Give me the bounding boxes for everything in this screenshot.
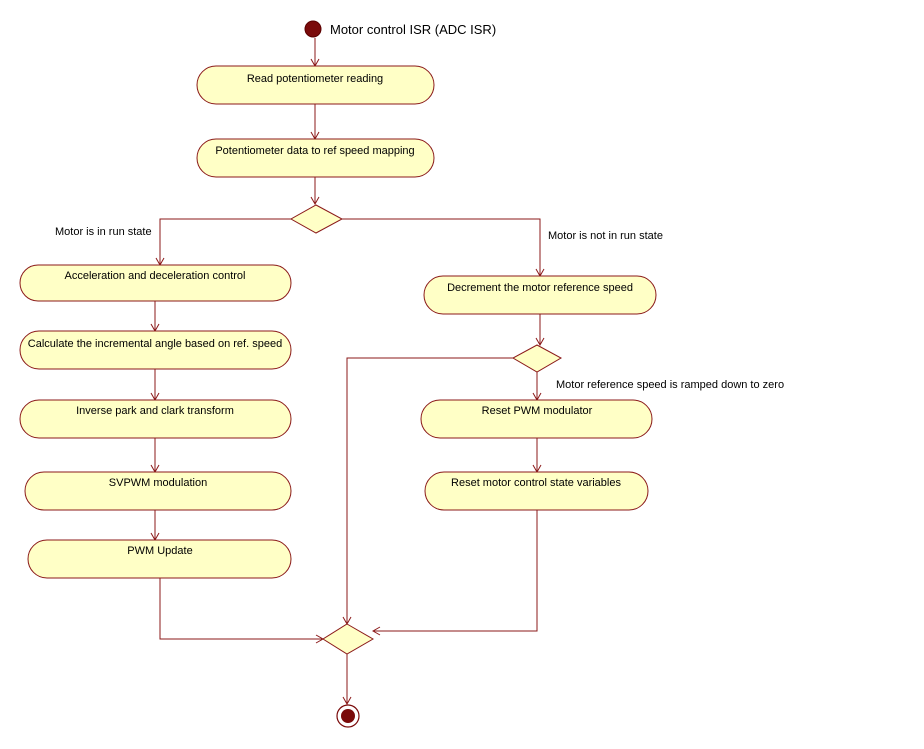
action-decrement-reference-speed: Decrement the motor reference speed (423, 275, 657, 315)
arrowhead (310, 196, 320, 206)
action-pwm-update: PWM Update (27, 539, 292, 579)
merge-node (322, 623, 375, 655)
arrowhead (371, 626, 381, 636)
guard-ramped-down: Motor reference speed is ramped down to … (556, 379, 784, 391)
action-label: Potentiometer data to ref speed mapping (215, 145, 414, 157)
action-calculate-angle: Calculate the incremental angle based on… (19, 330, 292, 370)
action-reset-pwm-modulator: Reset PWM modulator (420, 399, 653, 439)
action-label: Inverse park and clark transform (76, 405, 234, 417)
action-label: SVPWM modulation (109, 477, 207, 489)
guard-not-run-state: Motor is not in run state (548, 230, 663, 242)
action-potentiometer-mapping: Potentiometer data to ref speed mapping (196, 138, 435, 178)
action-label: Acceleration and deceleration control (64, 270, 245, 282)
decision-run-state (289, 204, 344, 234)
decision-ramped-down (511, 344, 563, 373)
edge-decision-to-accel (159, 218, 291, 265)
edges (154, 38, 541, 704)
edge-decision2-to-merge (346, 357, 513, 624)
initial-node (304, 20, 322, 38)
edge-pwmupdate-to-merge (159, 578, 323, 640)
action-inverse-park-clark: Inverse park and clark transform (19, 399, 292, 439)
action-read-potentiometer: Read potentiometer reading (196, 65, 435, 105)
arrowhead (342, 696, 352, 706)
diagram-title: Motor control ISR (ADC ISR) (330, 22, 496, 37)
action-label: Read potentiometer reading (247, 73, 383, 85)
action-svpwm-modulation: SVPWM modulation (24, 471, 292, 511)
guard-run-state: Motor is in run state (55, 226, 152, 238)
edge-decision-to-decrement (342, 218, 541, 276)
action-label: Reset motor control state variables (451, 477, 621, 489)
action-label: Reset PWM modulator (482, 405, 593, 417)
arrowhead (535, 337, 545, 347)
action-reset-state-variables: Reset motor control state variables (424, 471, 649, 511)
final-node (336, 704, 360, 728)
action-accel-decel-control: Acceleration and deceleration control (19, 264, 292, 302)
action-label: PWM Update (127, 545, 192, 557)
action-label: Decrement the motor reference speed (447, 282, 633, 294)
edge-resetstate-to-merge (373, 510, 538, 632)
action-label: Calculate the incremental angle based on… (28, 338, 282, 350)
